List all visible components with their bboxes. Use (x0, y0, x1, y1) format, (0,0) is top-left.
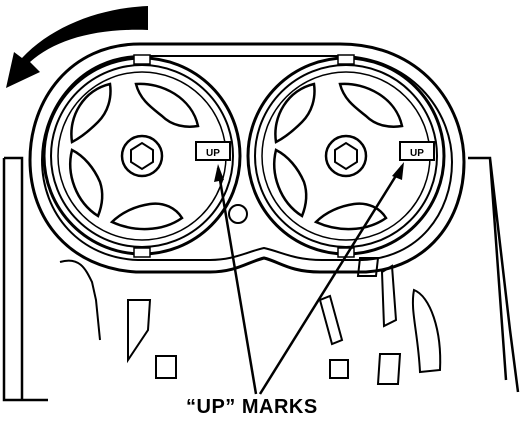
pulley-spoke-openings (273, 82, 404, 231)
right-cam-pulley: UP (246, 54, 446, 258)
up-marks-label: “UP” MARKS (186, 396, 318, 418)
up-mark-right: UP (399, 141, 435, 161)
pulley-spoke-openings (69, 82, 200, 231)
up-mark-text-right: UP (410, 148, 424, 159)
callout-leader-lines (214, 162, 404, 395)
rotation-arrow-icon (6, 6, 148, 88)
up-mark-text-left: UP (206, 148, 220, 159)
timing-belt (28, 42, 466, 274)
cylinder-head-casting (2, 156, 520, 402)
up-mark-left: UP (195, 141, 231, 161)
center-bolt-hole (228, 204, 248, 224)
left-cam-pulley: UP (42, 54, 242, 258)
